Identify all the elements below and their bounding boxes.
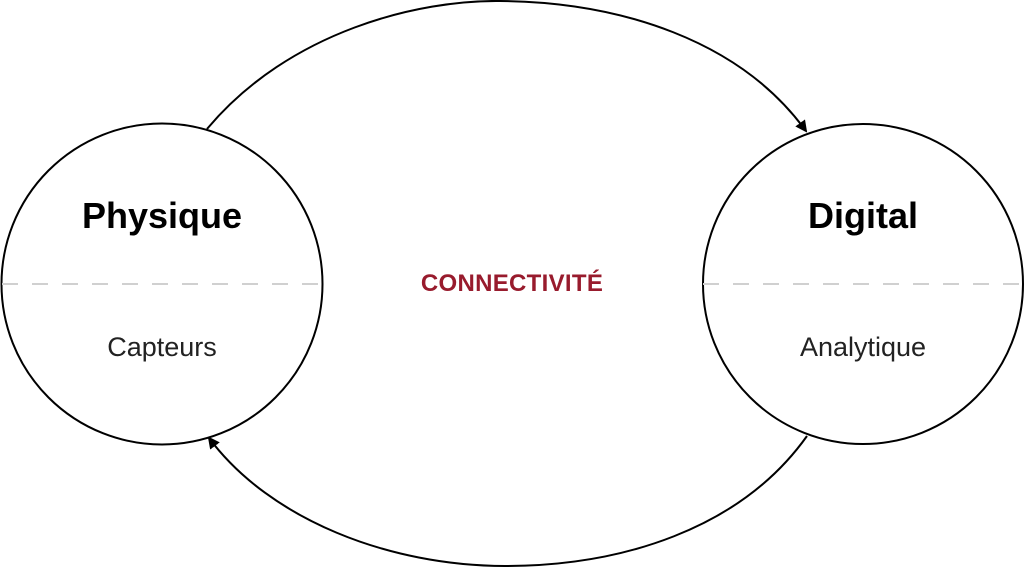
bottom-arc-arrow (207, 435, 808, 568)
digital-title: Digital (807, 195, 918, 236)
connectivity-label: CONNECTIVITÉ (420, 270, 604, 297)
physique-title: Physique (81, 195, 243, 236)
digital-subtitle: Analytique (799, 332, 927, 362)
physique-subtitle: Capteurs (107, 332, 217, 362)
top-arc-arrow (206, 0, 808, 133)
